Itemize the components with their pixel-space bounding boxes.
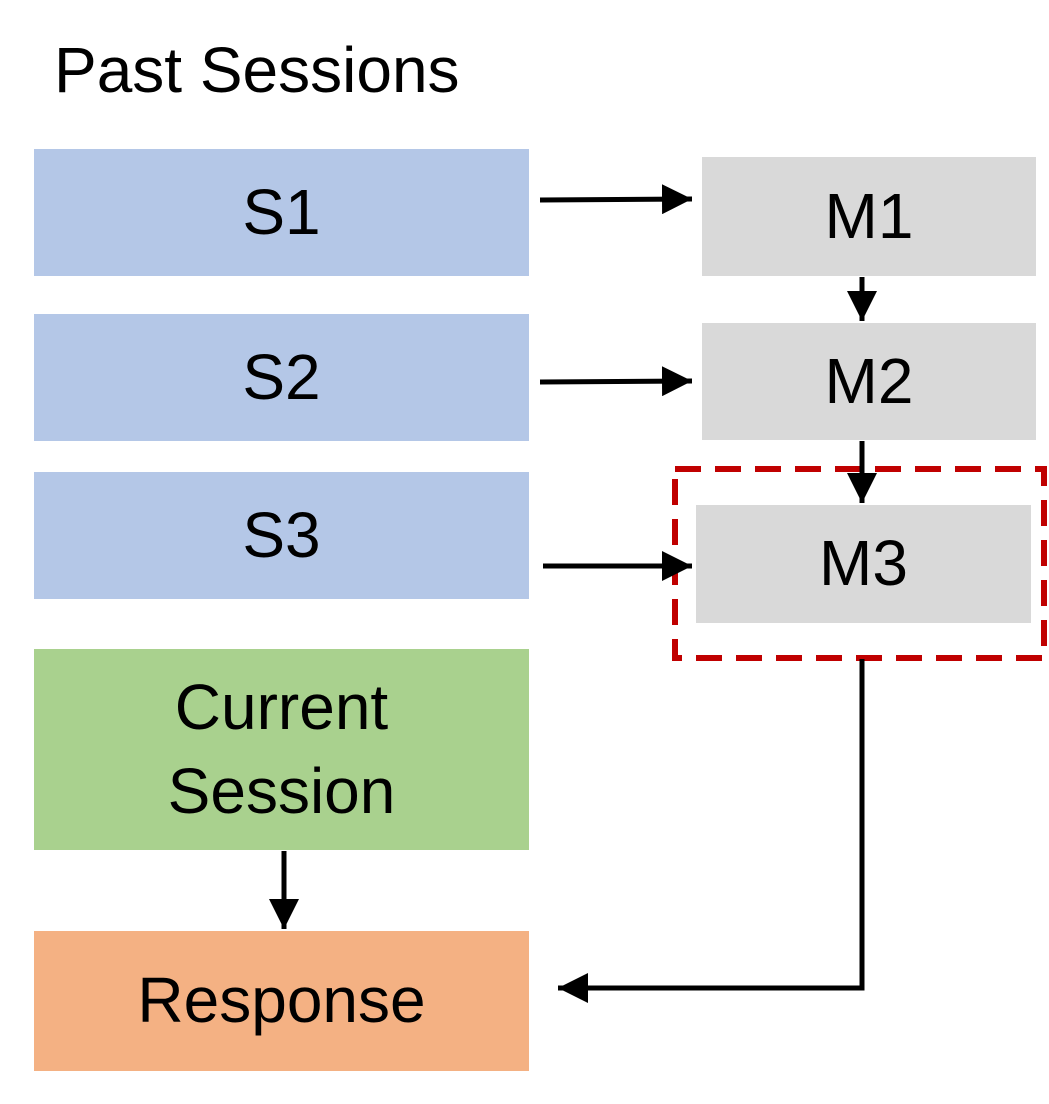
response-box: Response xyxy=(34,931,529,1071)
past-sessions-title: Past Sessions xyxy=(54,34,460,106)
arrow-s1-to-m1 xyxy=(539,184,693,215)
arrow-s2-to-m2 xyxy=(539,366,693,397)
session-box-s3: S3 xyxy=(34,472,529,599)
memory-box-m3: M3 xyxy=(696,505,1031,623)
memory-box-m1: M1 xyxy=(702,157,1036,276)
arrow-m3-to-response xyxy=(558,659,865,1003)
memory-box-m2: M2 xyxy=(702,323,1036,440)
session-box-s1: S1 xyxy=(34,149,529,276)
session-box-s2: S2 xyxy=(34,314,529,441)
current-session-box: Current Session xyxy=(34,649,529,850)
